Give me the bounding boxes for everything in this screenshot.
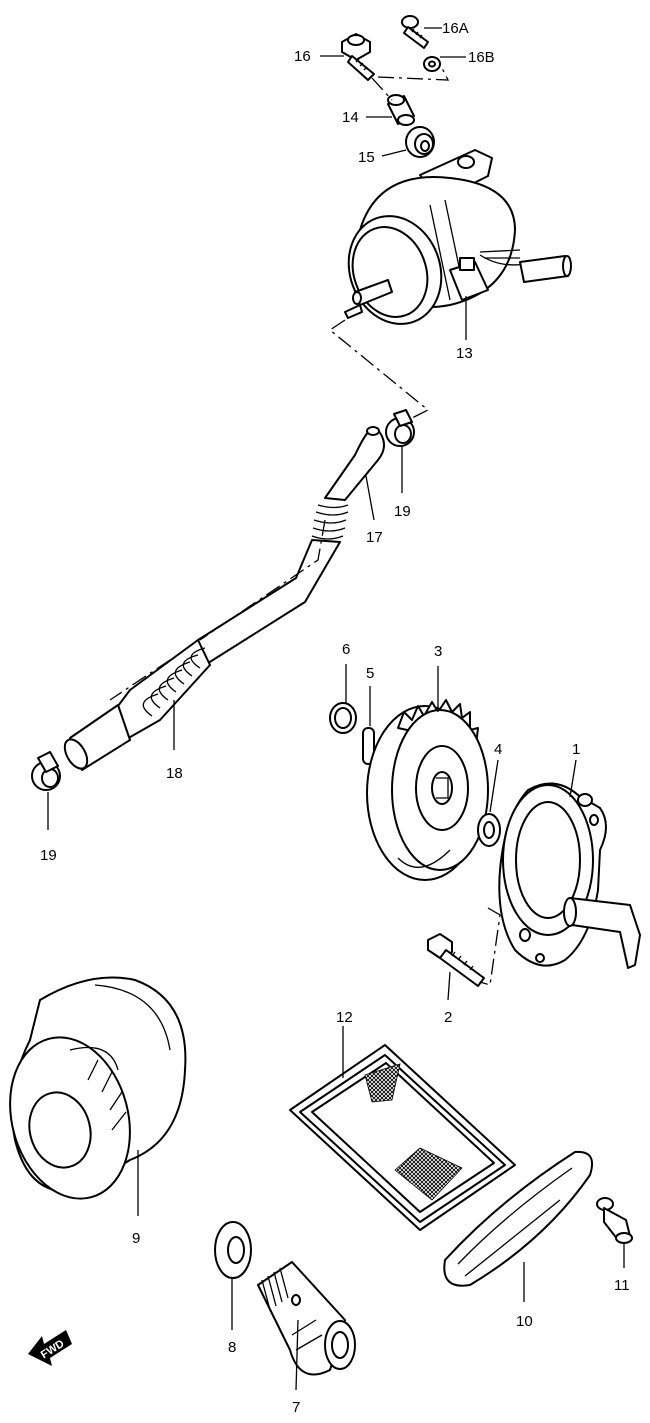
label-13: 13	[456, 345, 473, 362]
hose-18	[63, 519, 341, 771]
oil-filter-9	[9, 976, 187, 1200]
label-15: 15	[358, 149, 375, 166]
bolt-16	[341, 33, 375, 81]
washer-8	[214, 1221, 252, 1279]
bolt-11	[596, 1197, 633, 1244]
label-6: 6	[342, 641, 350, 658]
label-19-upper: 19	[394, 503, 411, 520]
leader-lines	[47, 27, 625, 1391]
grommet-15	[405, 126, 435, 158]
label-11: 11	[614, 1277, 630, 1294]
circlip-6	[329, 702, 357, 734]
assembly-line-16	[377, 67, 450, 81]
washer-16b	[423, 56, 441, 72]
assembly-line-1	[479, 907, 501, 986]
plug-7	[257, 1261, 356, 1376]
spacer-14	[387, 94, 415, 126]
label-14: 14	[342, 109, 359, 126]
assembly-line-13	[328, 319, 430, 421]
fwd-arrow-icon: FWD	[28, 1330, 72, 1366]
washer-4	[477, 813, 501, 847]
label-7: 7	[292, 1399, 300, 1416]
clamp-19-upper	[385, 409, 415, 447]
label-16b: 16B	[468, 49, 495, 66]
label-16a: 16A	[442, 20, 469, 37]
label-8: 8	[228, 1339, 236, 1356]
label-17: 17	[366, 529, 383, 546]
clamp-19-lower	[31, 751, 61, 791]
label-1: 1	[572, 741, 580, 758]
assembly-line-14	[371, 77, 393, 101]
label-5: 5	[366, 665, 374, 682]
label-2: 2	[444, 1009, 452, 1026]
label-3: 3	[434, 643, 442, 660]
label-18: 18	[166, 765, 183, 782]
bolt-16a	[401, 15, 429, 49]
label-10: 10	[516, 1313, 533, 1330]
bolt-2	[427, 933, 485, 987]
label-16: 16	[294, 48, 311, 65]
pin-5	[362, 727, 375, 765]
label-9: 9	[132, 1230, 140, 1247]
label-19-lower: 19	[40, 847, 57, 864]
label-12: 12	[336, 1009, 353, 1026]
strainer-12	[289, 1044, 516, 1231]
hose-17	[311, 426, 385, 540]
fuel-pump-13	[344, 149, 572, 325]
gear-3	[366, 699, 489, 881]
oil-pump-1	[498, 782, 641, 969]
gasket-10	[443, 1150, 594, 1287]
label-4: 4	[494, 741, 502, 758]
